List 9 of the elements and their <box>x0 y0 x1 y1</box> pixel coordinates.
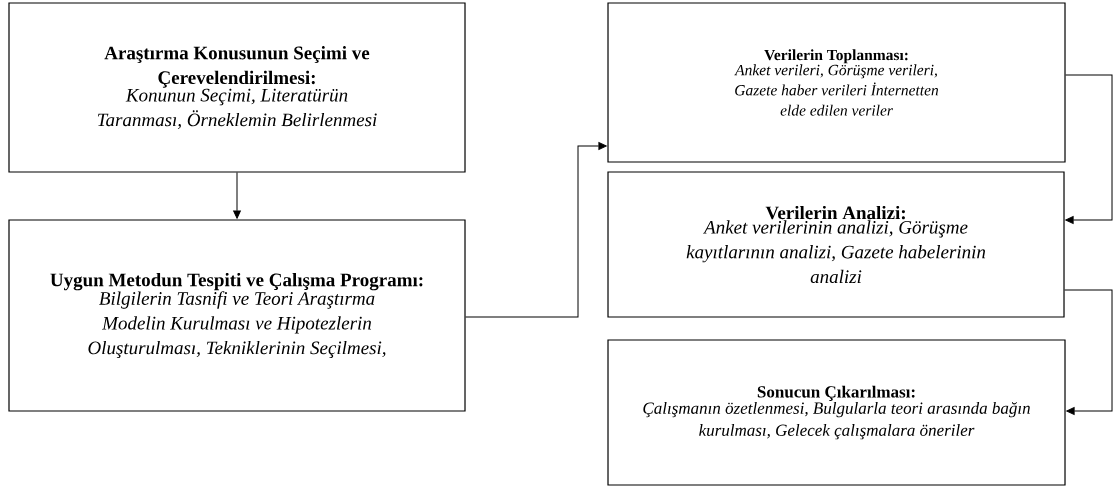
arrow <box>1065 74 1113 224</box>
process-box: Araştırma Konusunun Seçimi ve Çerevelendirilmesi: Konunun Seçimi, Literatürün Taranması, Örneklemin Belirlenmesi <box>8 2 466 173</box>
arrow <box>465 142 607 318</box>
process-box: Sonucun Çıkarılması: Çalışmanın özetlenmesi, Bulgularla teori arasında bağın kurulması, Gelecek çalışmalara öneriler <box>607 339 1066 486</box>
process-box: Verilerin Analizi: Anket verilerinin analizi, Görüşme kayıtlarının analizi, Gazete habelerinin analizi <box>607 171 1065 318</box>
arrow <box>1064 289 1113 415</box>
arrow <box>233 172 241 219</box>
process-box: Uygun Metodun Tespiti ve Çalışma Programı: Bilgilerin Tasnifi ve Teori Araştırma Modelin Kurulması ve Hipotezlerin Oluşturulması, Tekniklerinin Seçilmesi, <box>8 219 466 412</box>
process-box: Verilerin Toplanması: Anket verileri, Görüşme verileri, Gazete haber verileri İnternetten elde edilen veriler <box>607 2 1066 163</box>
